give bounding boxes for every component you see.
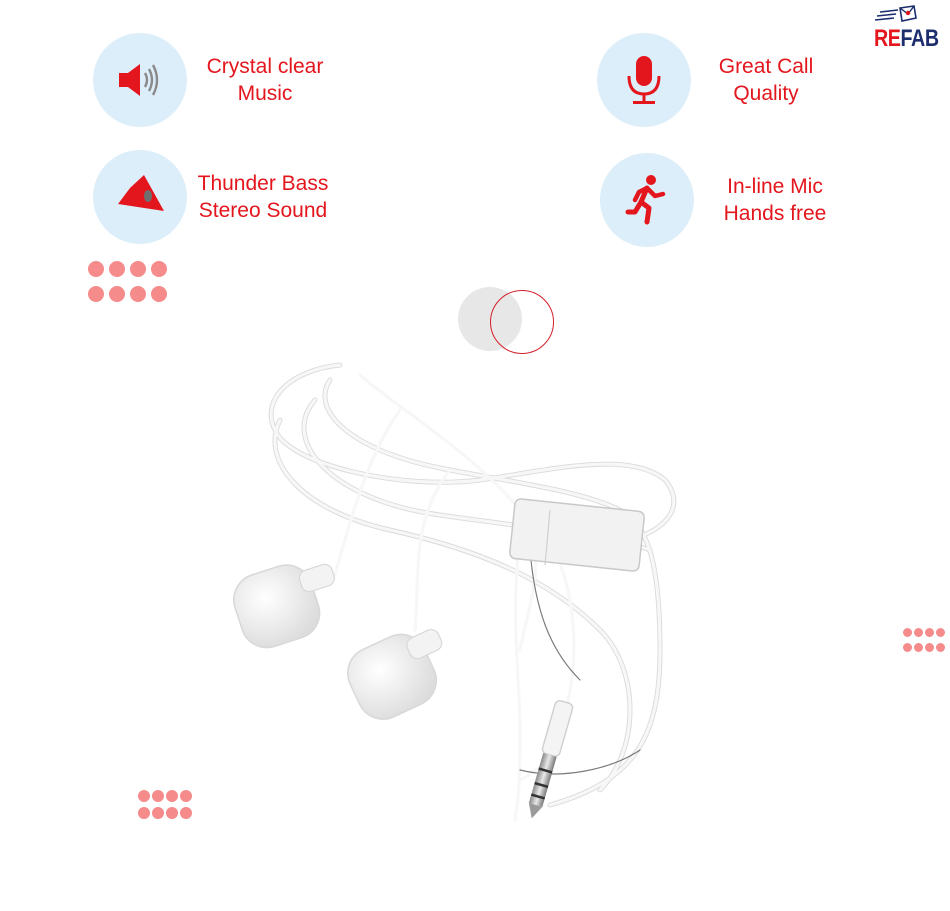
feature-icon-circle: [93, 150, 187, 244]
feature-great-call-quality: Great Call Quality: [597, 33, 821, 127]
megaphone-icon: [118, 175, 164, 211]
feature-icon-circle: [597, 33, 691, 127]
logo-wordmark: REFAB: [874, 26, 939, 52]
microphone-icon: [627, 56, 661, 104]
feature-line-1: In-line Mic: [727, 175, 823, 198]
feature-line-1: Great Call: [718, 55, 814, 78]
feature-label: In-line Mic Hands free: [720, 173, 830, 227]
decorative-red-ring: [490, 290, 554, 354]
feature-line-2: Hands free: [723, 202, 827, 225]
brand-logo: REFAB: [872, 4, 942, 52]
feature-line-2: Quality: [733, 82, 799, 105]
feature-line-1: Crystal clear: [206, 55, 324, 78]
feature-inline-mic: In-line Mic Hands free: [600, 153, 830, 247]
decorative-dot-grid: [903, 628, 945, 652]
feature-line-2: Stereo Sound: [198, 199, 328, 222]
earphones-image: [233, 362, 677, 822]
feature-icon-circle: [600, 153, 694, 247]
feature-label: Great Call Quality: [711, 53, 821, 107]
decorative-dot-grid: [88, 261, 167, 302]
speaker-icon: [119, 64, 159, 96]
decorative-dot-grid: [138, 790, 192, 819]
feature-thunder-bass: Thunder Bass Stereo Sound: [93, 150, 333, 244]
feature-line-2: Music: [237, 82, 293, 105]
feature-icon-circle: [93, 33, 187, 127]
feature-label: Thunder Bass Stereo Sound: [193, 170, 333, 224]
feature-crystal-clear-music: Crystal clear Music: [93, 33, 329, 127]
feature-label: Crystal clear Music: [201, 53, 329, 107]
logo-envelope-icon: [874, 5, 917, 22]
logo-fab: FAB: [900, 25, 940, 52]
running-person-icon: [625, 175, 666, 225]
logo-re: RE: [874, 25, 901, 52]
feature-line-1: Thunder Bass: [197, 172, 329, 195]
